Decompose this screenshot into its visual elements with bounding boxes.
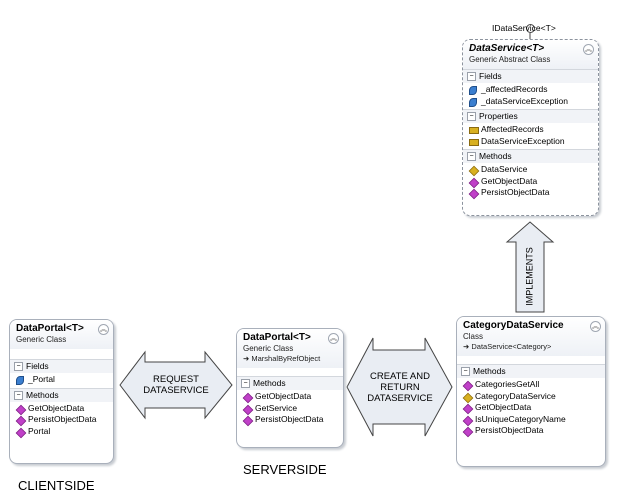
method-item: PersistObjectData — [457, 425, 605, 438]
collapse-toggle-icon[interactable]: − — [467, 72, 476, 82]
method-item: GetService — [237, 403, 343, 415]
field-item: _Portal — [10, 374, 113, 386]
method-item: GetObjectData — [237, 391, 343, 404]
collapse-toggle-icon[interactable]: − — [467, 152, 476, 162]
collapse-toggle-icon[interactable]: − — [461, 367, 470, 377]
method-icon — [242, 415, 254, 427]
method-item: PersistObjectData — [10, 414, 113, 427]
method-item: GetObjectData — [463, 176, 598, 188]
method-item: PersistObjectData — [463, 187, 598, 200]
property-item: DataServiceException — [463, 136, 598, 148]
method-item: GetObjectData — [457, 402, 605, 415]
request-dataservice-label: REQUEST DATASERVICE — [143, 374, 209, 396]
inherits-arrow-icon: ➜ — [463, 342, 470, 351]
interface-lollipop-icon — [526, 24, 535, 33]
field-icon — [469, 97, 477, 107]
dataservice-class-title: DataService<T> — [469, 43, 545, 54]
methods-section-header[interactable]: −Methods — [10, 387, 113, 402]
method-item: IsUniqueCategoryName — [457, 414, 605, 426]
interface-label: IDataService<T> — [492, 23, 556, 33]
collapse-icon[interactable]: ︽ — [583, 44, 594, 55]
server-dataportal-class-title: DataPortal<T> — [243, 332, 311, 343]
property-item: AffectedRecords — [463, 124, 598, 136]
create-return-dataservice-label: CREATE AND RETURN DATASERVICE — [367, 371, 433, 404]
methods-section-header[interactable]: −Methods — [237, 376, 343, 390]
method-icon — [15, 427, 27, 438]
method-item: DataService — [463, 164, 598, 177]
server-dataportal-class-box[interactable]: DataPortal<T> Generic Class ➜ MarshalByR… — [236, 328, 344, 448]
categorydataservice-class-title: CategoryDataService — [463, 320, 564, 331]
method-item: GetObjectData — [10, 403, 113, 415]
property-icon — [469, 138, 479, 146]
clientside-caption: CLIENTSIDE — [18, 478, 95, 493]
collapse-icon[interactable]: ︽ — [328, 333, 339, 344]
server-dataportal-inheritance: ➜ MarshalByRefObject — [243, 354, 321, 363]
property-icon — [469, 127, 479, 134]
methods-section-header[interactable]: −Methods — [463, 149, 598, 163]
method-item: CategoryDataService — [457, 391, 605, 403]
serverside-caption: SERVERSIDE — [243, 462, 327, 477]
inherits-arrow-icon: ➜ — [243, 354, 250, 363]
field-item: _dataServiceException — [463, 96, 598, 108]
create-return-dataservice-arrow — [346, 337, 453, 437]
method-item: PersistObjectData — [237, 414, 343, 427]
method-item: CategoriesGetAll — [457, 379, 605, 392]
properties-section-header[interactable]: −Properties — [463, 109, 598, 123]
collapse-icon[interactable]: ︽ — [590, 321, 601, 332]
field-item: _affectedRecords — [463, 84, 598, 96]
categorydataservice-inheritance: ➜ DataService<Category> — [463, 342, 552, 351]
method-icon — [468, 188, 480, 200]
implements-label: IMPLEMENTS — [524, 247, 535, 306]
dataservice-class-box[interactable]: DataService<T> Generic Abstract Class ︽ … — [462, 39, 599, 216]
client-dataportal-class-title: DataPortal<T> — [16, 323, 84, 334]
client-dataportal-class-stereotype: Generic Class — [16, 335, 67, 344]
fields-section-header[interactable]: −Fields — [10, 359, 113, 373]
method-icon — [462, 426, 474, 438]
collapse-icon[interactable]: ︽ — [98, 324, 109, 335]
collapse-toggle-icon[interactable]: − — [467, 112, 476, 122]
client-dataportal-class-box[interactable]: DataPortal<T> Generic Class ︽ −Fields _P… — [9, 319, 114, 464]
collapse-toggle-icon[interactable]: − — [241, 379, 250, 389]
dataservice-class-stereotype: Generic Abstract Class — [469, 55, 551, 64]
server-dataportal-class-stereotype: Generic Class — [243, 344, 294, 353]
method-item: Portal — [10, 426, 113, 438]
request-dataservice-arrow — [119, 350, 233, 420]
fields-section-header[interactable]: −Fields — [463, 69, 598, 83]
categorydataservice-class-box[interactable]: CategoryDataService Class ➜ DataService<… — [456, 316, 606, 467]
methods-section-header[interactable]: −Methods — [457, 364, 605, 378]
field-icon — [469, 86, 477, 95]
field-icon — [16, 376, 24, 385]
collapse-toggle-icon[interactable]: − — [14, 362, 23, 372]
implements-arrow — [505, 221, 555, 313]
categorydataservice-class-stereotype: Class — [463, 332, 484, 341]
collapse-toggle-icon[interactable]: − — [14, 390, 23, 400]
